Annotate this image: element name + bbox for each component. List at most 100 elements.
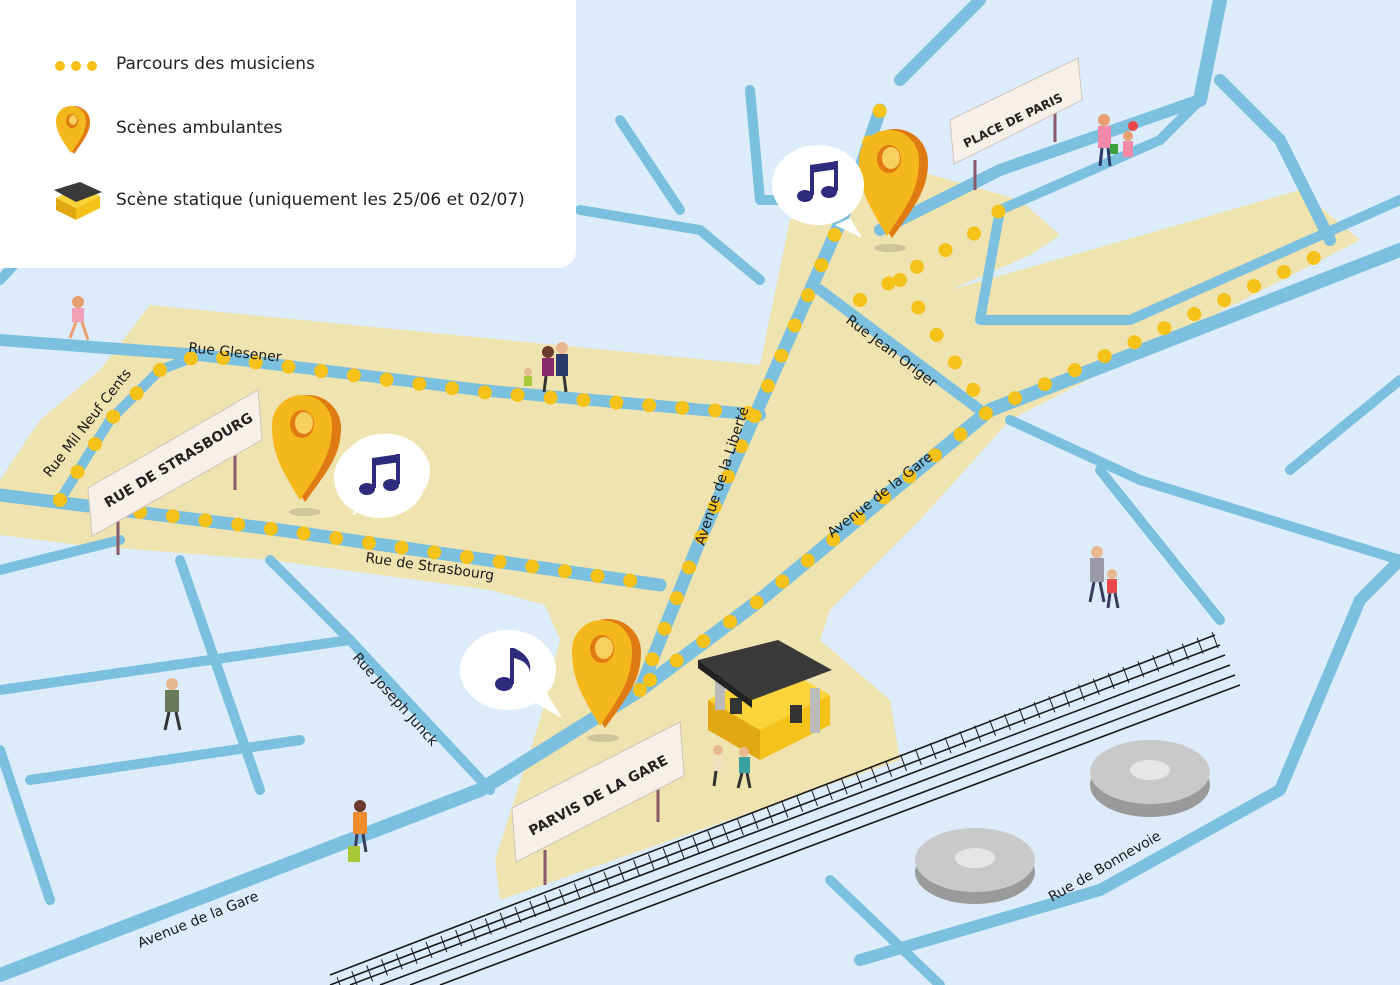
road-bonnevoie [854,554,1400,966]
railway-tie [647,854,655,871]
route-dot [1246,279,1261,294]
railway-tie [1003,713,1011,731]
railway-tie [455,930,463,947]
railway-tie [1078,684,1085,701]
railway-tie [914,748,922,766]
stage-icon [50,180,106,220]
railway-tie [855,772,863,789]
railway-tie [722,824,730,842]
route-dot [877,490,892,505]
road-east-2 [1095,465,1225,625]
road-east-3 [1285,375,1400,475]
route-dot [682,560,697,575]
road-east-1 [1005,415,1400,565]
railway-tie [588,877,596,894]
road-mid-top [575,205,765,285]
railway-tie [989,719,997,736]
railway-tie [840,778,848,795]
route-dot [669,653,684,668]
route-dot [1187,307,1202,322]
route-dot [152,363,167,378]
route-dot [633,683,647,697]
route-dot [165,509,180,524]
route-dot [675,400,690,415]
route-dot [938,243,953,258]
route-dot [216,351,231,366]
road-left-grid-1 [0,635,355,695]
person-walker [163,678,182,731]
route-dot [314,364,329,379]
route-dot [902,469,917,484]
route-dot [747,409,762,424]
railway-tie [1033,701,1041,719]
railway-tie [633,859,641,877]
person-traveler [348,800,368,862]
music-bubble-strasbourg [334,433,430,518]
railway-tie [1018,707,1026,725]
route-dot [198,513,213,528]
railway-tie [1196,637,1204,655]
route-dot [721,469,736,484]
music-note-icon [495,648,531,691]
route-dot [557,564,572,579]
route-dot [231,517,246,532]
route-dot [281,359,296,374]
route-dot [800,288,815,303]
route-dot [967,226,982,241]
railway-tie [351,970,358,985]
railway-tie [1152,655,1160,672]
mobile-stage-pin-gare [572,619,641,742]
road-right-loop [975,95,1400,325]
railway-tie [395,953,403,970]
route-dot [749,595,764,610]
person-dancers [712,745,752,789]
route-dot [645,652,660,667]
railway-tie [1167,649,1174,666]
person-family [1088,546,1120,609]
route-dot [734,439,749,454]
road-top-right [1193,0,1227,107]
route-dot [826,532,841,547]
legend-item-mobile-stages: Scènes ambulantes [0,106,576,154]
route-dot [590,568,605,583]
road-mid-top-2 [615,115,685,215]
route-dot [87,437,102,452]
route-dot [296,526,311,541]
railway-tie [736,818,744,836]
railway-tie [425,941,433,959]
road-jean-origer [814,284,986,416]
route-dot [696,634,711,649]
people-figures [68,114,1138,862]
route-dot [642,398,657,413]
railway-tie [514,906,522,924]
railway-tie [440,935,448,953]
legend-label-static-stage: Scène statique (uniquement les 25/06 et … [116,190,525,210]
railway-tie [1211,631,1219,649]
railway-tie [692,836,700,853]
route-dot [881,276,896,291]
road-south-east [825,875,945,985]
railway-tie [825,783,833,801]
route-dot [129,386,144,401]
railway-tie [944,737,952,754]
route-dot [707,499,722,514]
person-jogger [68,296,90,341]
route-dot [477,385,492,400]
route-dot [872,103,887,118]
map-pin-icon [50,104,106,156]
route-dot [853,293,867,307]
person-shoppers [1098,114,1138,167]
railway-tie [499,912,507,929]
route-dot [1037,377,1052,392]
mobile-stage-pin-strasbourg [272,395,341,516]
railway-tie [1181,643,1189,660]
railway-tie [1048,696,1056,713]
route-dot [263,521,278,536]
route-dot [248,355,263,370]
route-dot [106,409,121,424]
route-dot [445,381,460,396]
railway-tie [751,813,759,830]
road-left-grid-2 [25,735,305,785]
route-dot [814,258,829,273]
railway-tie [677,842,685,859]
